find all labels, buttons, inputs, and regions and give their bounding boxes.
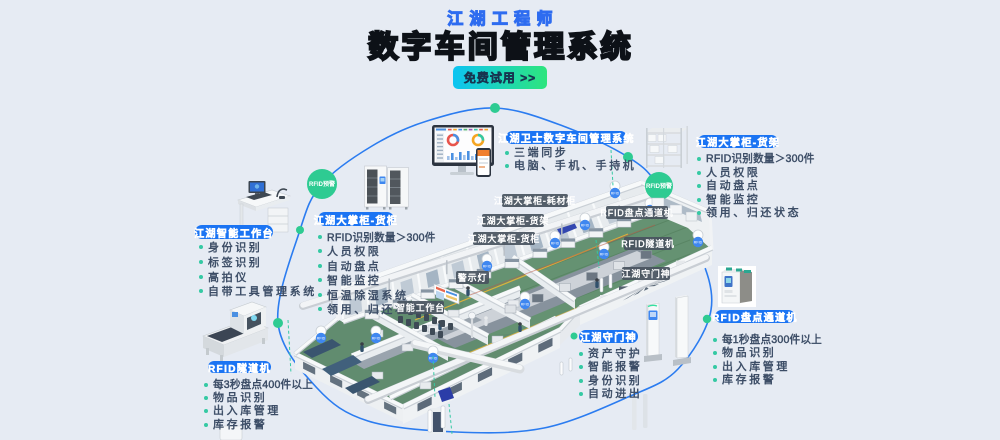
svg-text:RFID: RFID xyxy=(600,253,609,257)
svg-text:RFID: RFID xyxy=(483,265,492,269)
svg-text:RFID: RFID xyxy=(551,242,560,246)
svg-text:RFID: RFID xyxy=(372,337,381,341)
svg-text:RFID预警: RFID预警 xyxy=(309,180,335,188)
svg-text:RFID: RFID xyxy=(694,241,703,245)
svg-text:RFID预警: RFID预警 xyxy=(646,182,672,190)
svg-text:RFID: RFID xyxy=(521,303,530,307)
svg-text:RFID: RFID xyxy=(317,337,326,341)
svg-text:RFID: RFID xyxy=(611,192,620,196)
svg-text:RFID: RFID xyxy=(581,224,590,228)
